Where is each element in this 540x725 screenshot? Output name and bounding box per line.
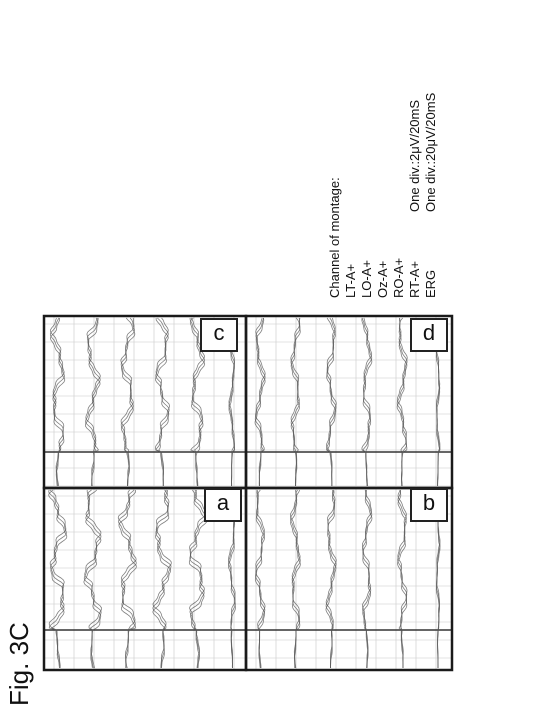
evoked-trace [83, 489, 102, 669]
evoked-trace [120, 317, 135, 487]
evoked-trace [326, 317, 337, 487]
panel-b [244, 486, 454, 672]
evoked-trace [154, 317, 170, 487]
legend-channel: LO-A+ [359, 260, 374, 298]
evoked-trace [48, 489, 67, 669]
evoked-trace [361, 317, 373, 487]
evoked-trace [84, 317, 101, 487]
legend-channel: Oz-A+ [375, 260, 390, 298]
evoked-trace [120, 317, 136, 487]
panel-d-label: d [410, 318, 448, 352]
evoked-trace [154, 317, 171, 487]
evoked-trace [254, 317, 266, 487]
evoked-trace [362, 490, 373, 669]
evoked-trace [49, 317, 65, 486]
evoked-trace [83, 489, 102, 669]
evoked-trace [290, 489, 301, 669]
evoked-trace [155, 317, 170, 486]
evoked-trace [396, 317, 408, 487]
panel-a-label: a [204, 488, 242, 522]
panel-frame [244, 314, 454, 490]
montage-legend: Channel of montage: LT-A+ LO-A+ Oz-A+ RO… [327, 93, 439, 298]
evoked-trace [48, 489, 68, 669]
evoked-trace [397, 489, 408, 669]
evoked-trace [118, 490, 137, 669]
evoked-trace [189, 317, 206, 487]
evoked-trace [325, 489, 337, 669]
figure-title: Fig. 3C [4, 622, 34, 706]
legend-channel: RT-A+ [407, 261, 422, 298]
legend-channel: LT-A+ [343, 263, 358, 298]
legend-scale: One div.:20μV/20mS [423, 92, 438, 212]
panel-b-label: b [410, 488, 448, 522]
evoked-trace [152, 489, 172, 669]
evoked-trace [361, 489, 372, 668]
evoked-trace [84, 490, 103, 669]
evoked-trace [290, 317, 301, 487]
legend-channel: RO-A+ [391, 257, 406, 298]
legend-channel: ERG [423, 269, 438, 298]
panel-d [244, 314, 454, 490]
legend-scale: One div.:2μV/20mS [407, 99, 422, 212]
evoked-trace [254, 489, 266, 669]
evoked-trace [49, 317, 66, 487]
evoked-trace [362, 489, 373, 669]
panel-c-label: c [200, 318, 238, 352]
evoked-trace [290, 489, 301, 668]
evoked-trace [152, 490, 172, 669]
evoked-trace [152, 489, 172, 669]
legend-heading: Channel of montage: [327, 177, 342, 298]
